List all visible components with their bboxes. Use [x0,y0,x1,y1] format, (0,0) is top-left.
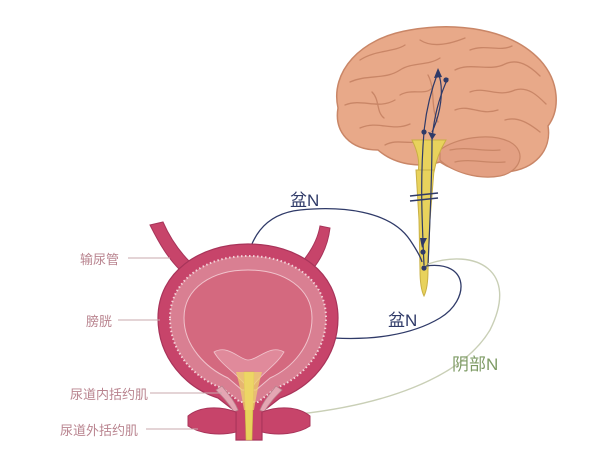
ureter-left [149,221,191,271]
pathway-arrowheads [420,68,442,248]
leader-lines [118,257,222,430]
external-sphincter [187,407,311,435]
brain-body [336,26,557,176]
brain-folds [344,37,547,164]
pelvic-nerve-bottom-label: 盆N [388,311,418,330]
pudendal-nerve-label: 阴部N [452,355,499,374]
cerebellum [439,136,521,178]
urethra-glow [236,372,262,410]
spinal-cord-break [409,192,439,202]
pudendal-nerve [299,258,501,415]
pelvic-nerve-bottom [333,264,462,340]
spinal-cord-body [415,169,435,298]
brain [336,26,557,178]
pelvic-nerve-top [243,208,423,271]
spinal-cord [409,169,439,298]
synapse-dots [420,77,449,271]
bladder-label: 膀胱 [86,314,113,329]
ureter-label: 输尿管 [80,252,120,267]
bladder [149,221,339,441]
internal-sphincter-label: 尿道内括约肌 [70,387,149,402]
bladder-lumen [183,269,313,391]
external-sphincter-label: 尿道外括约肌 [60,423,139,438]
pelvic-nerve-top-label: 盆N [290,191,320,210]
